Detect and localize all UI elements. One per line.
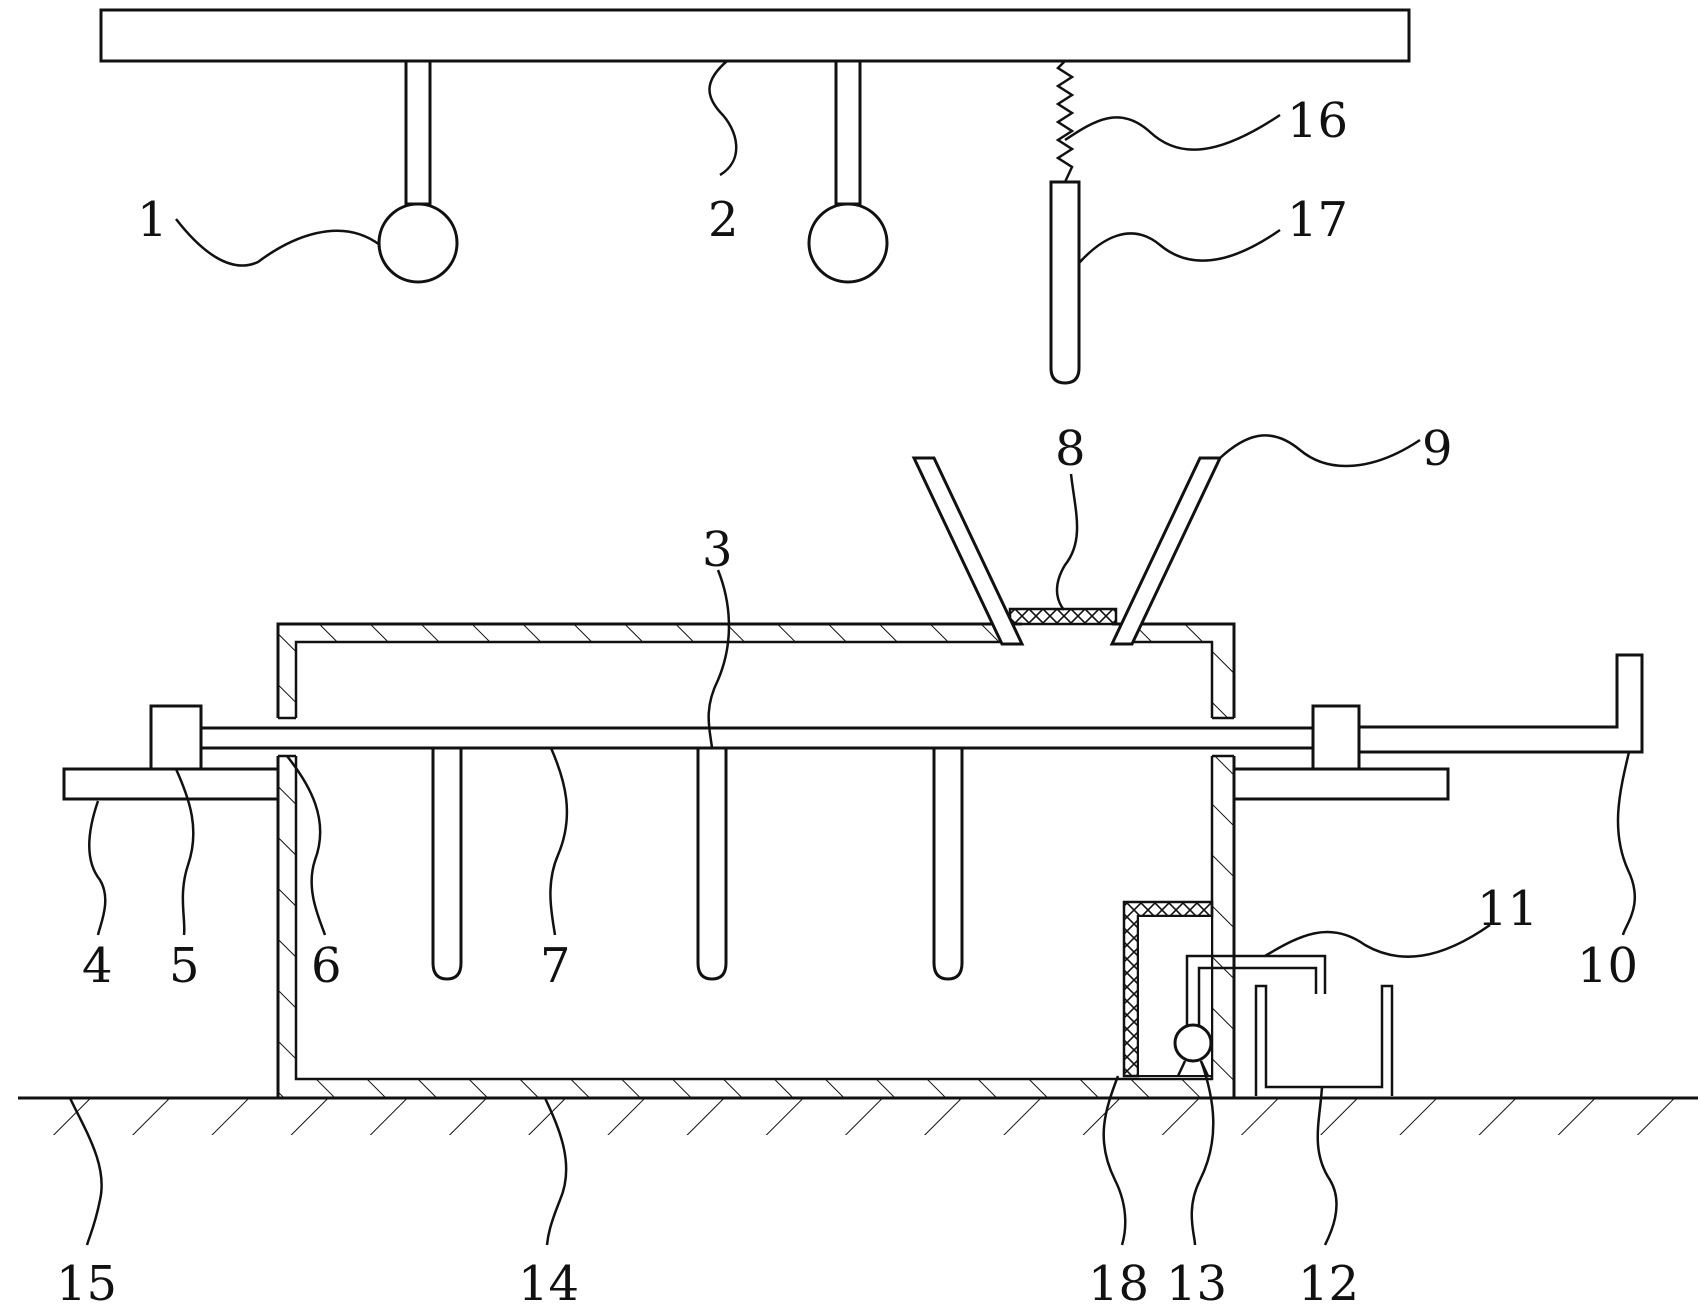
right-bearing-block xyxy=(1311,704,1361,771)
ceiling-beam xyxy=(99,8,1411,63)
label-1: 1 xyxy=(137,192,168,248)
hanging-lamp-middle xyxy=(807,59,889,284)
spring xyxy=(1055,60,1075,183)
label-4: 4 xyxy=(82,938,113,994)
label-12: 12 xyxy=(1298,1256,1359,1311)
label-11: 11 xyxy=(1477,881,1538,937)
hopper-plate-left xyxy=(911,456,1025,646)
label-14: 14 xyxy=(518,1256,579,1311)
box-walls xyxy=(276,622,1236,1100)
label-3: 3 xyxy=(702,522,733,578)
label-7: 7 xyxy=(540,938,571,994)
reference-labels: 1 2 3 4 5 6 7 8 9 10 11 12 13 14 15 16 1… xyxy=(56,93,1638,1311)
label-2: 2 xyxy=(708,192,739,248)
left-support-plate xyxy=(62,767,280,801)
label-16: 16 xyxy=(1287,93,1348,149)
stirring-rod-3 xyxy=(932,746,964,981)
right-support-plate xyxy=(1232,767,1450,801)
label-5: 5 xyxy=(169,938,200,994)
label-18: 18 xyxy=(1088,1256,1149,1311)
label-17: 17 xyxy=(1287,192,1348,248)
left-bearing-block xyxy=(149,704,203,771)
stirring-rod-1 xyxy=(431,746,463,981)
label-8: 8 xyxy=(1055,421,1086,477)
collection-tray xyxy=(1254,984,1394,1096)
hopper-plate-right xyxy=(1109,456,1223,646)
label-10: 10 xyxy=(1577,938,1638,994)
shaft xyxy=(198,726,1324,750)
pump xyxy=(1173,1023,1213,1063)
outlet-pipe xyxy=(1185,954,1327,1025)
label-9: 9 xyxy=(1422,421,1453,477)
label-15: 15 xyxy=(56,1256,117,1311)
filter-screen xyxy=(1008,607,1118,626)
leader-lines xyxy=(68,60,1636,1246)
label-13: 13 xyxy=(1166,1256,1227,1311)
hanging-lamp-left xyxy=(377,59,459,284)
label-6: 6 xyxy=(311,938,342,994)
probe-rod xyxy=(1049,180,1081,385)
crank-handle xyxy=(1357,653,1644,754)
stirring-rod-2 xyxy=(696,746,728,981)
